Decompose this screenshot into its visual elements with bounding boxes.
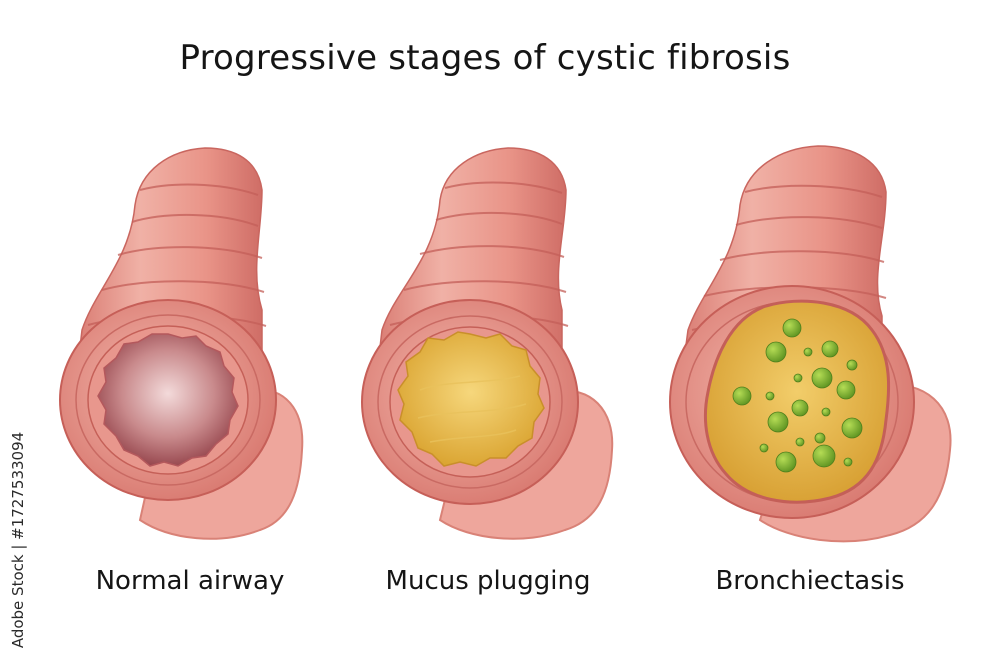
lumen-normal [97, 333, 239, 467]
stage-label-bronchiectasis: Bronchiectasis [715, 566, 905, 596]
stage-label-mucus-plugging: Mucus plugging [385, 566, 591, 596]
stock-id-watermark: Adobe Stock | #1727533094 [8, 420, 28, 660]
stage-label-normal-airway: Normal airway [95, 566, 285, 596]
airway-bronchiectasis [669, 145, 952, 543]
airway-mucus-plugging [361, 147, 614, 540]
infection-nodules [732, 318, 863, 473]
diagram-title: Progressive stages of cystic fibrosis [179, 38, 791, 78]
airway-normal [59, 147, 304, 540]
stock-id-text: Adobe Stock | #1727533094 [9, 431, 27, 649]
